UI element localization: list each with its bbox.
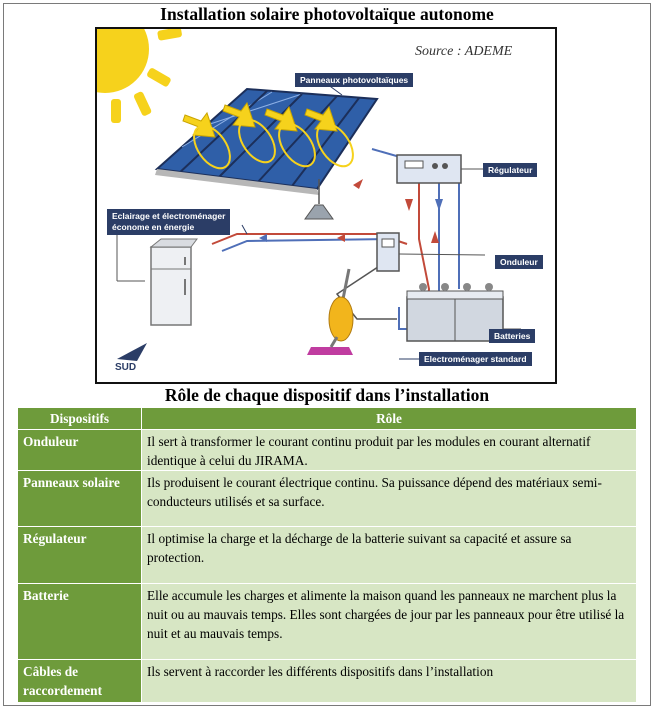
label-eclairage-line1: Eclairage et électroménager	[112, 211, 226, 221]
label-onduleur: Onduleur	[495, 255, 543, 269]
inverter-icon	[376, 232, 486, 272]
label-eclairage: Eclairage et électroménager économe en é…	[107, 209, 231, 235]
device-role: Il optimise la charge et la décharge de …	[141, 526, 637, 584]
table-row: Batterie Elle accumule les charges et al…	[17, 583, 637, 660]
label-eclairage-line2: économe en énergie	[112, 222, 195, 232]
label-sud: SUD	[115, 362, 137, 373]
roles-table: Dispositifs Rôle Onduleur Il sert à tran…	[17, 407, 637, 703]
device-role: Elle accumule les charges et alimente la…	[141, 583, 637, 660]
device-name: Régulateur	[17, 526, 142, 584]
label-electromenager: Electroménager standard	[419, 352, 532, 366]
label-panneaux: Panneaux photovoltaïques	[295, 73, 414, 87]
device-name: Batterie	[17, 583, 142, 660]
regulator-icon	[396, 154, 485, 184]
device-name: Câbles de raccordement	[17, 659, 142, 703]
header-role: Rôle	[141, 407, 637, 430]
device-name: Onduleur	[17, 429, 142, 471]
header-dispositifs: Dispositifs	[17, 407, 142, 430]
table-row: Câbles de raccordement Ils servent à rac…	[17, 659, 637, 703]
table-row: Régulateur Il optimise la charge et la d…	[17, 526, 637, 584]
table-row: Onduleur Il sert à transformer le couran…	[17, 429, 637, 471]
label-regulateur: Régulateur	[483, 163, 538, 177]
table-title: Rôle de chaque dispositif dans l’install…	[164, 385, 490, 405]
table-header-row: Dispositifs Rôle	[17, 407, 637, 430]
device-name: Panneaux solaire	[17, 470, 142, 527]
device-role: Ils servent à raccorder les différents d…	[141, 659, 637, 703]
page-frame	[3, 3, 651, 706]
south-arrow-icon	[117, 343, 147, 361]
solar-panel-icon	[154, 87, 379, 195]
vacuum-cleaner-icon	[307, 268, 354, 355]
diagram-source: Source : ADEME	[415, 44, 513, 59]
device-role: Il sert à transformer le courant continu…	[141, 429, 637, 471]
label-batteries: Batteries	[489, 329, 536, 343]
lamp-icon	[304, 179, 334, 220]
fridge-icon	[116, 229, 198, 326]
sunlight-arrows	[182, 101, 338, 138]
device-role: Ils produisent le courant électrique con…	[141, 470, 637, 527]
batteries-icon	[406, 283, 521, 342]
light-ellipses	[193, 118, 354, 170]
installation-diagram: Source : ADEME Panneaux photovoltaïques …	[95, 27, 557, 384]
sun-icon	[97, 29, 182, 123]
flow-arrows	[259, 179, 443, 243]
table-row: Panneaux solaire Ils produisent le coura…	[17, 470, 637, 527]
page-title: Installation solaire photovoltaïque auto…	[160, 4, 494, 24]
diagram-illustration	[97, 29, 521, 361]
